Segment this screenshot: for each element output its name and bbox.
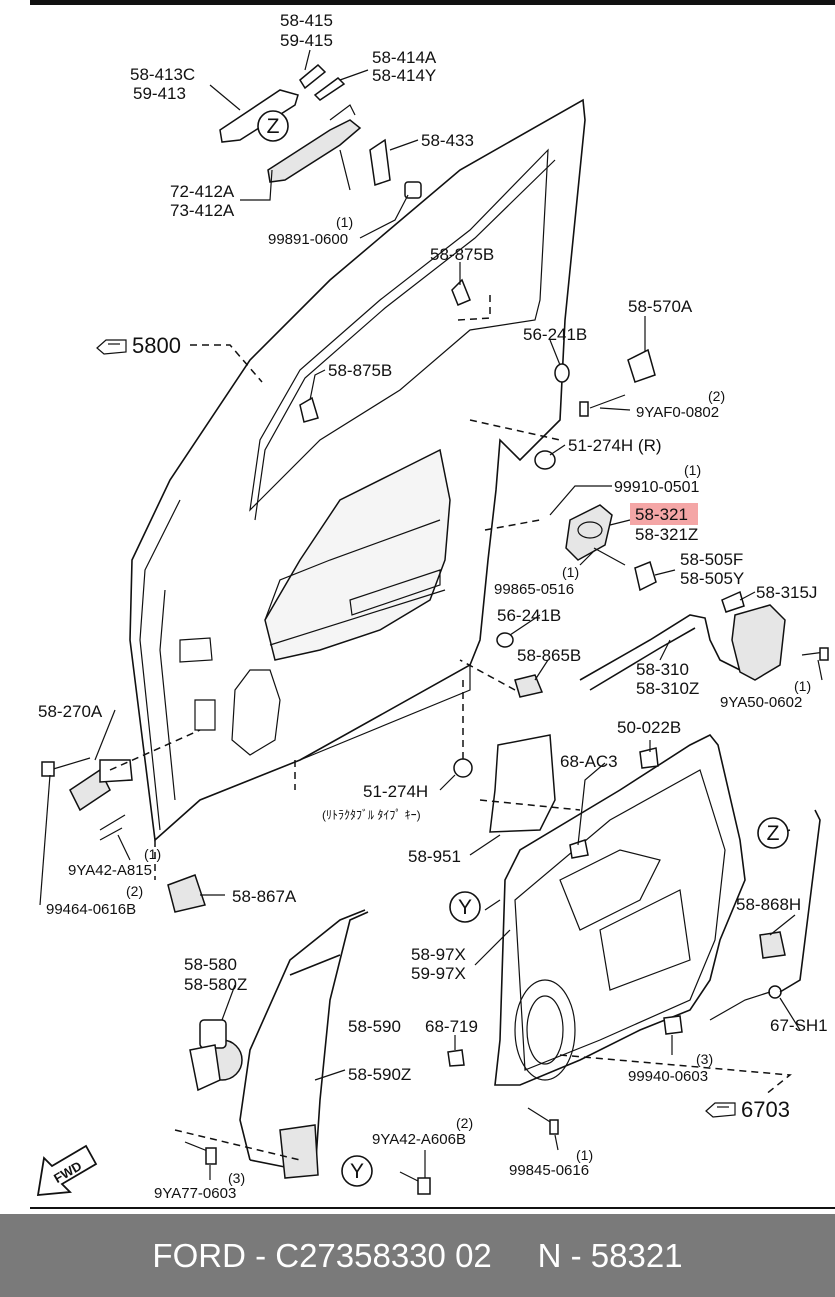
door-cable bbox=[579, 614, 741, 681]
small-parts bbox=[99, 278, 829, 1195]
highlight-box bbox=[630, 503, 698, 525]
callout-58-433[interactable]: 58-433 bbox=[421, 131, 474, 150]
callout-51-274h[interactable]: 51-274H(ﾘﾄﾗｸﾀﾌﾞﾙ ﾀｲﾌﾟ ｷｰ) bbox=[322, 782, 428, 822]
callout-99940-0603[interactable]: (3)99940-0603 bbox=[628, 1051, 713, 1085]
callout-56-241b-mid[interactable]: 56-241B bbox=[497, 606, 561, 625]
ref-5800[interactable]: 5800 bbox=[96, 333, 181, 358]
door-check bbox=[167, 874, 206, 913]
footer-n-label: N bbox=[537, 1236, 562, 1274]
callout-51-274h-r[interactable]: 51-274H (R) bbox=[568, 436, 662, 455]
panel-cover bbox=[489, 734, 556, 833]
footer-n-value: 58321 bbox=[590, 1236, 683, 1274]
callout-9ya50-0602[interactable]: (1)9YA50-0602 bbox=[720, 678, 811, 711]
callout-58-867a[interactable]: 58-867A bbox=[232, 887, 297, 906]
circle-z-right: Z bbox=[757, 817, 789, 849]
window-motor bbox=[189, 1019, 243, 1092]
callout-67-sh1[interactable]: 67-SH1 bbox=[770, 1016, 828, 1035]
callout-99845-0616[interactable]: (1)99845-0616 bbox=[509, 1147, 593, 1179]
callout-99865-0516[interactable]: (1)99865-0516 bbox=[494, 564, 579, 598]
callout-68-ac3[interactable]: 68-AC3 bbox=[560, 752, 618, 771]
footer-brand: FORD bbox=[152, 1236, 246, 1274]
svg-text:Z: Z bbox=[267, 115, 280, 138]
leader-lines bbox=[39, 49, 823, 1180]
ref-6703-label: 6703 bbox=[741, 1097, 790, 1122]
callout-99464-0616b[interactable]: (2)99464-0616B bbox=[46, 883, 143, 918]
door-lock bbox=[721, 590, 786, 681]
callout-58-868h[interactable]: 58-868H bbox=[736, 895, 801, 914]
callout-99910-0501[interactable]: (1)99910-0501 bbox=[614, 462, 701, 496]
callout-58-315j[interactable]: 58-315J bbox=[756, 583, 817, 602]
callout-9ya42-a606b[interactable]: (2)9YA42-A606B bbox=[372, 1115, 473, 1148]
svg-text:Y: Y bbox=[350, 1160, 364, 1183]
callout-58-570a[interactable]: 58-570A bbox=[628, 297, 693, 316]
callout-58-875b-mid[interactable]: 58-875B bbox=[328, 361, 392, 380]
svg-text:Z: Z bbox=[767, 822, 780, 845]
callout-68-719[interactable]: 68-719 bbox=[425, 1017, 478, 1036]
top-border bbox=[30, 0, 835, 5]
callout-58-875b-top[interactable]: 58-875B bbox=[430, 245, 494, 264]
ref-5800-label: 5800 bbox=[132, 333, 181, 358]
fwd-arrow-icon: FWD bbox=[36, 1144, 98, 1197]
window-regulator bbox=[239, 909, 369, 1179]
callout-99891-0600[interactable]: (1)99891-0600 bbox=[268, 214, 353, 248]
inner-handle-part bbox=[565, 504, 657, 592]
footer-bar: FORD - C27358330 02 N - 58321 bbox=[0, 1214, 835, 1297]
circle-y-bottom: Y bbox=[341, 1155, 373, 1187]
ref-6703[interactable]: 6703 bbox=[705, 1097, 790, 1122]
callout-58-270a[interactable]: 58-270A bbox=[38, 702, 103, 721]
footer-part-number: C27358330 02 bbox=[275, 1236, 492, 1274]
callout-56-241b-top[interactable]: 56-241B bbox=[523, 325, 587, 344]
circle-y-mid: Y bbox=[449, 891, 481, 923]
door-frame bbox=[129, 98, 586, 842]
footer-sep-2: - bbox=[561, 1236, 591, 1274]
callout-9yaf0-0802[interactable]: (2)9YAF0-0802 bbox=[636, 388, 725, 421]
inner-door-panel bbox=[494, 733, 746, 1086]
callout-9ya42-a815[interactable]: (1)9YA42-A815 bbox=[68, 846, 161, 879]
circle-z-top: Z bbox=[257, 110, 289, 142]
door-hinge bbox=[41, 757, 133, 831]
callout-50-022b[interactable]: 50-022B bbox=[617, 718, 681, 737]
callout-9ya77-0603[interactable]: (3)9YA77-0603 bbox=[154, 1170, 245, 1202]
outer-handle-assembly bbox=[219, 63, 422, 199]
footer-gap bbox=[492, 1237, 538, 1275]
svg-text:Y: Y bbox=[458, 896, 472, 919]
dashed-guides bbox=[109, 290, 792, 1161]
footer-sep-1: - bbox=[245, 1236, 276, 1274]
callout-58-865b[interactable]: 58-865B bbox=[517, 646, 581, 665]
callout-58-951[interactable]: 58-951 bbox=[408, 847, 461, 866]
